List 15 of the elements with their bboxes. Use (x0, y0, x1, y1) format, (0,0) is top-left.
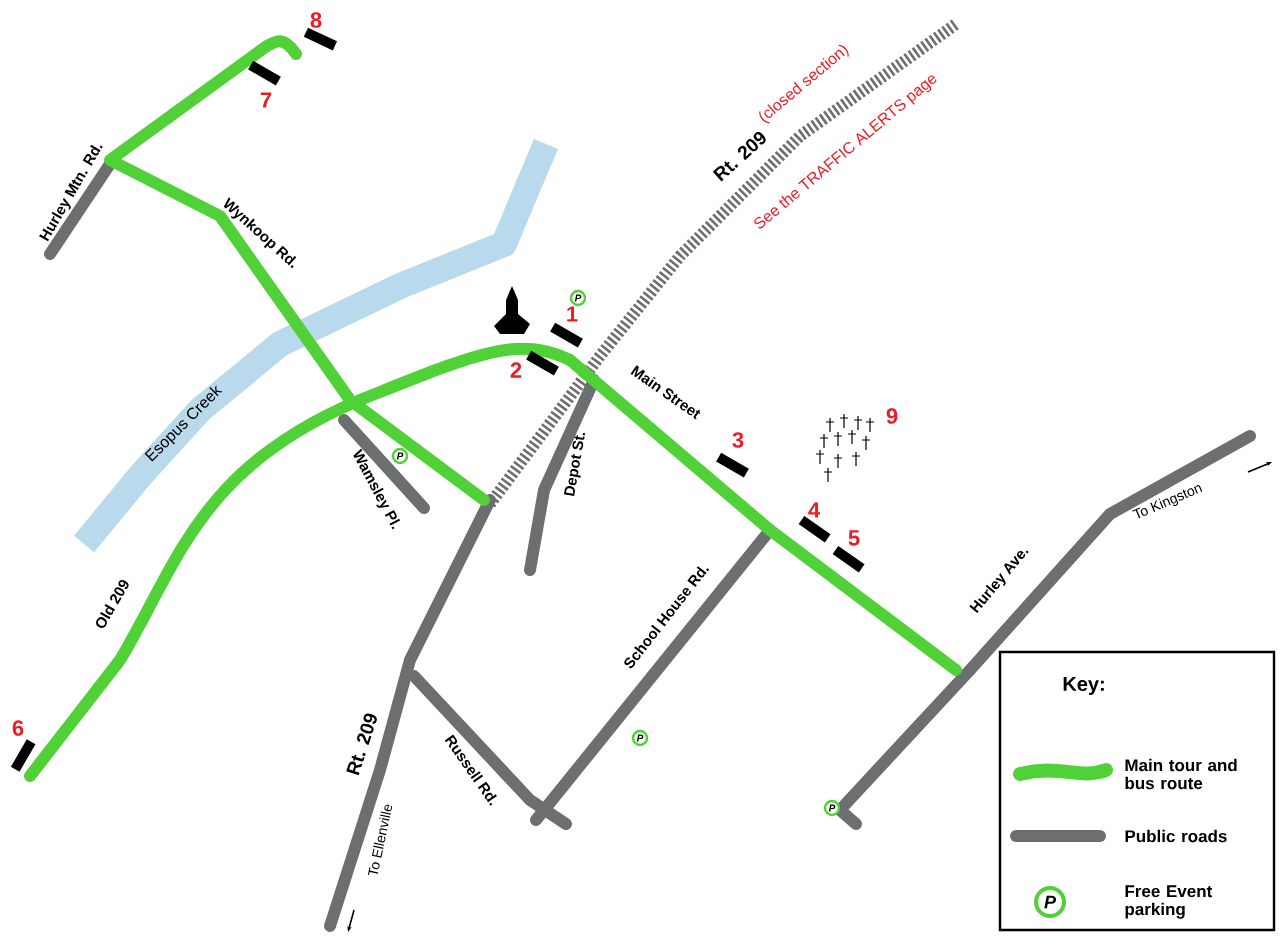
key-heading: Key: (1063, 677, 1104, 695)
legend-text: Free Event parking (1125, 885, 1213, 919)
legend-text: Public roads (1125, 829, 1227, 843)
stop-number: 5 (848, 530, 860, 546)
stop-number: 9 (886, 408, 898, 424)
stop-number: 1 (567, 306, 578, 322)
stop-number: 4 (808, 502, 820, 518)
legend-text: Main tour and bus route (1125, 758, 1237, 790)
road-label: Rt. 209 (712, 131, 766, 182)
stop-number: 7 (260, 92, 272, 108)
stop-number: 8 (310, 12, 322, 28)
stop-number: 3 (732, 432, 744, 448)
stop-number: 2 (510, 362, 522, 378)
stop-number: 6 (12, 720, 24, 736)
road-label: Rt. 209 (346, 713, 377, 776)
